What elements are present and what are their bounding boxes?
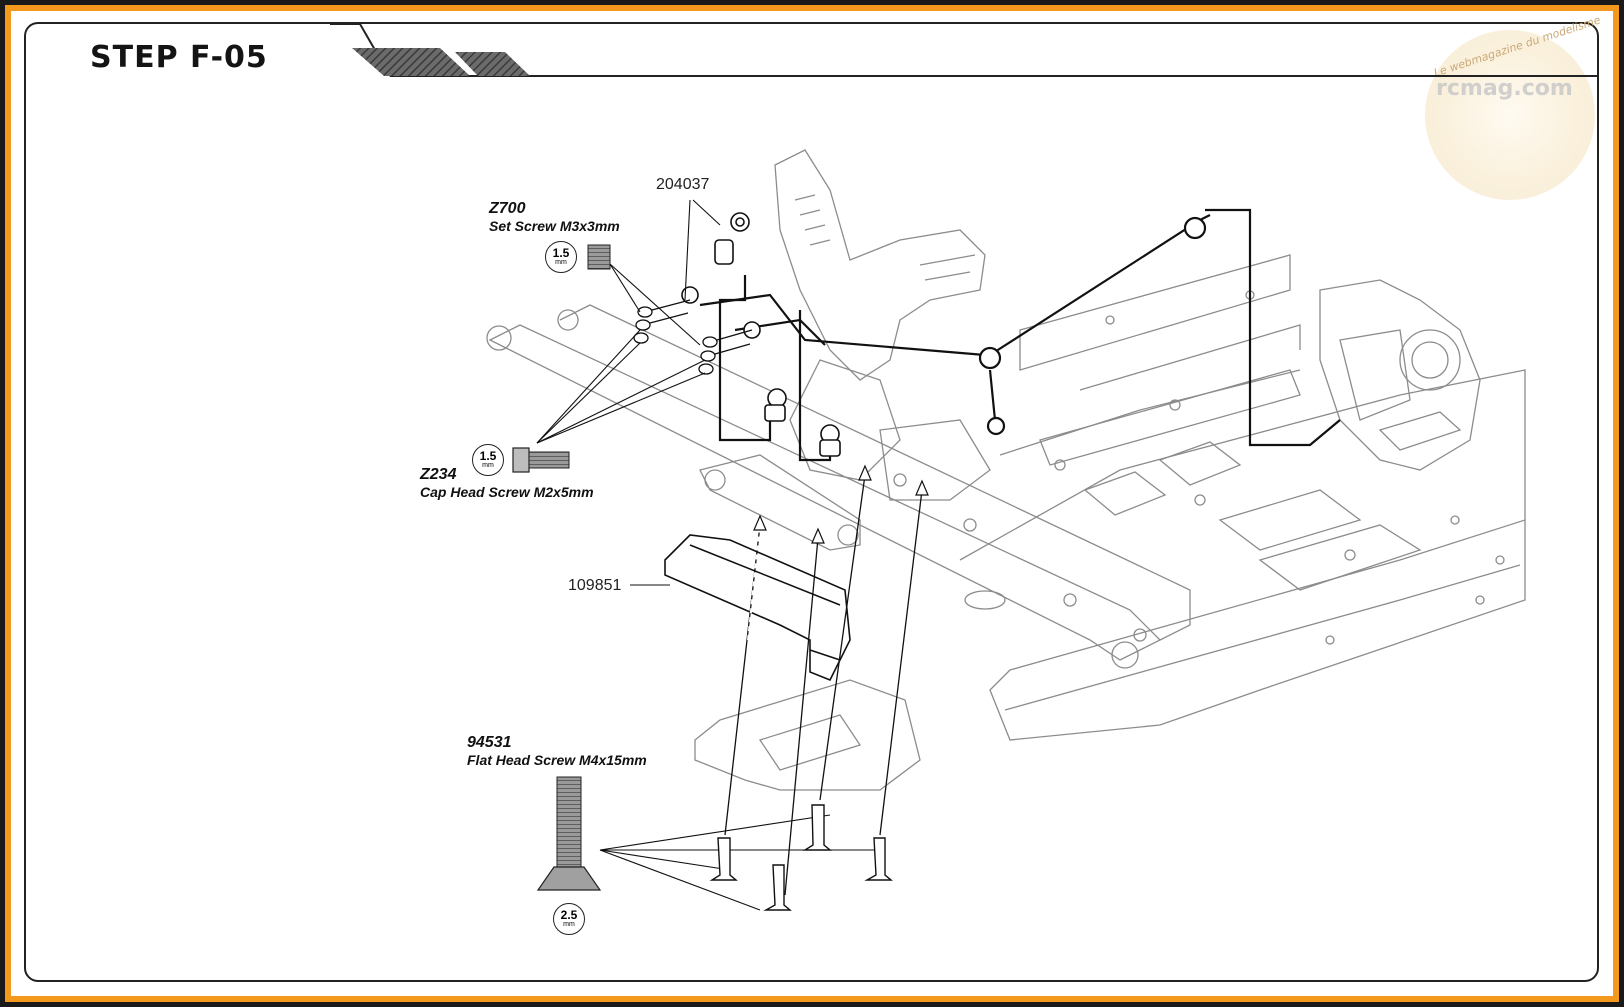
camber-link-rods — [699, 208, 1341, 462]
set-screw-code: Z700 — [489, 200, 526, 217]
title-hatch-bar — [352, 48, 470, 76]
legend-icons — [512, 244, 611, 891]
steering-link-path — [1205, 208, 1341, 447]
flat-screw-tool-size: 2.5 — [560, 908, 578, 922]
ball-links — [681, 212, 841, 457]
rcmag-watermark-logo — [1425, 30, 1595, 200]
cap-screw-code: Z234 — [420, 466, 457, 483]
skid-plate-part-109851 — [664, 534, 851, 682]
upper-rail — [1019, 254, 1291, 371]
screw-path-arrowheads — [753, 464, 929, 544]
rear-hub-assembly — [1319, 279, 1481, 471]
flat-screw-head-icon — [536, 866, 602, 891]
callout-204037-a — [684, 199, 691, 301]
part-number-skid-plate: 109851 — [568, 577, 622, 594]
flat-screw-code: 94531 — [467, 734, 512, 751]
screw-path-4 — [879, 489, 923, 836]
chassis-plate-edge — [989, 519, 1526, 741]
set-screw-hex-wrench-badge: 1.5 mm — [545, 241, 577, 273]
shock-tower — [774, 149, 986, 381]
step-title: STEP F-05 — [90, 40, 268, 75]
callout-lines — [536, 199, 885, 911]
set-screw-description: Set Screw M3x3mm — [489, 218, 620, 234]
part-number-ball-link: 204037 — [656, 176, 710, 193]
bottom-skid-plate — [694, 679, 921, 791]
set-screw-icon — [587, 244, 611, 270]
cap-screw-thread-icon — [528, 451, 570, 469]
set-screw-tool-unit: mm — [555, 259, 567, 266]
bumper-slot — [964, 590, 1006, 610]
watermark-site: rcmag.com — [1436, 76, 1573, 101]
front-arm-block — [699, 454, 861, 551]
chassis-line-art — [486, 149, 1526, 791]
cap-screw-hex-wrench-badge: 1.5 mm — [472, 444, 504, 476]
flat-screw-hex-wrench-badge: 2.5 mm — [553, 903, 585, 935]
screw-path-3 — [819, 474, 866, 801]
flat-screw-thread-icon — [556, 776, 582, 868]
callout-204037-b — [692, 199, 721, 226]
title-rule — [330, 23, 1597, 77]
installed-screws — [633, 299, 753, 375]
cap-screw-description: Cap Head Screw M2x5mm — [420, 484, 594, 500]
flat-screw-tool-unit: mm — [563, 921, 575, 928]
screw-paths — [724, 474, 923, 896]
front-bulkhead — [789, 359, 901, 481]
cap-screw-head-icon — [512, 447, 530, 473]
flat-head-screws — [709, 804, 893, 911]
cap-screw-tool-unit: mm — [482, 462, 494, 469]
cap-screw-tool-size: 1.5 — [479, 449, 497, 463]
set-screw-tool-size: 1.5 — [552, 246, 570, 260]
screw-path-2 — [784, 537, 819, 896]
title-hatch-bar-small — [455, 52, 530, 76]
flat-screw-description: Flat Head Screw M4x15mm — [467, 752, 647, 768]
